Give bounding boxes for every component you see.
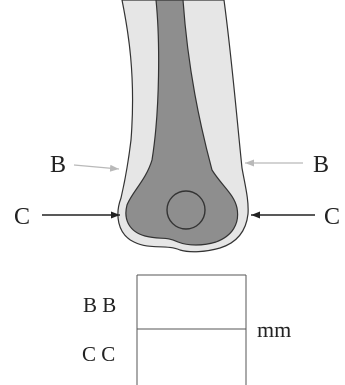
- label-right-lower: C: [324, 204, 340, 230]
- arrow-left-upper: [74, 165, 119, 169]
- legend-unit: mm: [257, 317, 291, 342]
- head-circle: [167, 191, 205, 229]
- label-left-upper: B: [50, 152, 66, 178]
- legend-row-bottom: C C: [82, 342, 115, 366]
- label-left-lower: C: [14, 204, 30, 230]
- legend-row-top: B B: [83, 293, 116, 317]
- legend-bracket: [137, 275, 246, 385]
- label-right-upper: B: [313, 152, 329, 178]
